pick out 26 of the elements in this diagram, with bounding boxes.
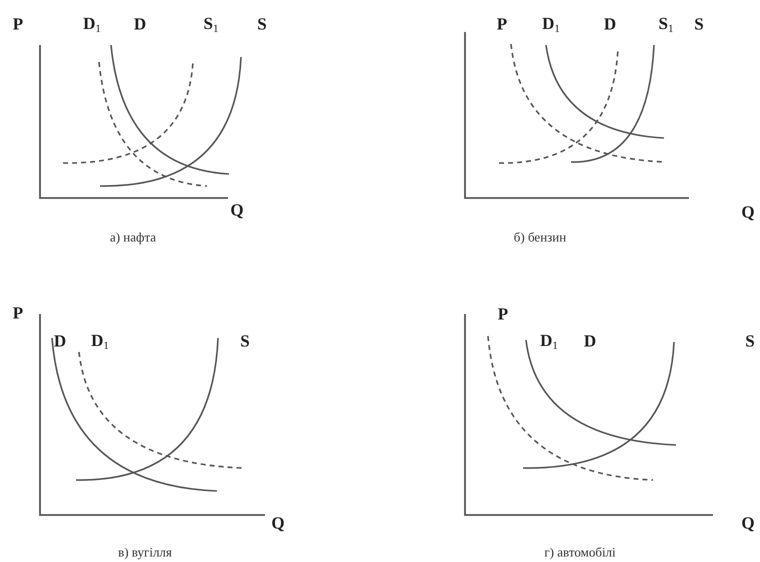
curve-label: D$_{1}$ bbox=[83, 15, 101, 35]
curve-label: S bbox=[240, 332, 250, 350]
axis-label: Q bbox=[741, 204, 755, 220]
curve-label: D bbox=[584, 332, 596, 350]
axis-label: S bbox=[745, 332, 755, 350]
curve-label: D bbox=[54, 332, 66, 350]
axis-label: Q bbox=[271, 514, 285, 532]
axis-label: Q bbox=[230, 202, 244, 218]
curve-label: S$_{1}$ bbox=[204, 15, 218, 35]
axis-label: P bbox=[12, 304, 24, 322]
caption: г) автомобілі bbox=[544, 546, 616, 558]
curve-label: D$_{1}$ bbox=[542, 15, 560, 35]
caption: б) бензин bbox=[514, 230, 566, 244]
axis-label: P bbox=[12, 16, 24, 32]
curve-label: S bbox=[694, 16, 704, 32]
curve-label: D bbox=[134, 16, 146, 32]
axis-label: P bbox=[498, 306, 508, 322]
axis-label: P bbox=[496, 16, 508, 32]
curve-label: S bbox=[257, 16, 267, 32]
caption: в) вугілля bbox=[118, 546, 172, 558]
curve-label: D$_{1}$ bbox=[540, 332, 558, 352]
curve-label: D bbox=[604, 16, 616, 32]
axis-label: Q bbox=[741, 514, 755, 532]
curve-label: S$_{1}$ bbox=[658, 15, 674, 35]
curve-label: D$_{1}$ bbox=[91, 332, 109, 352]
caption: а) нафта bbox=[110, 230, 156, 244]
